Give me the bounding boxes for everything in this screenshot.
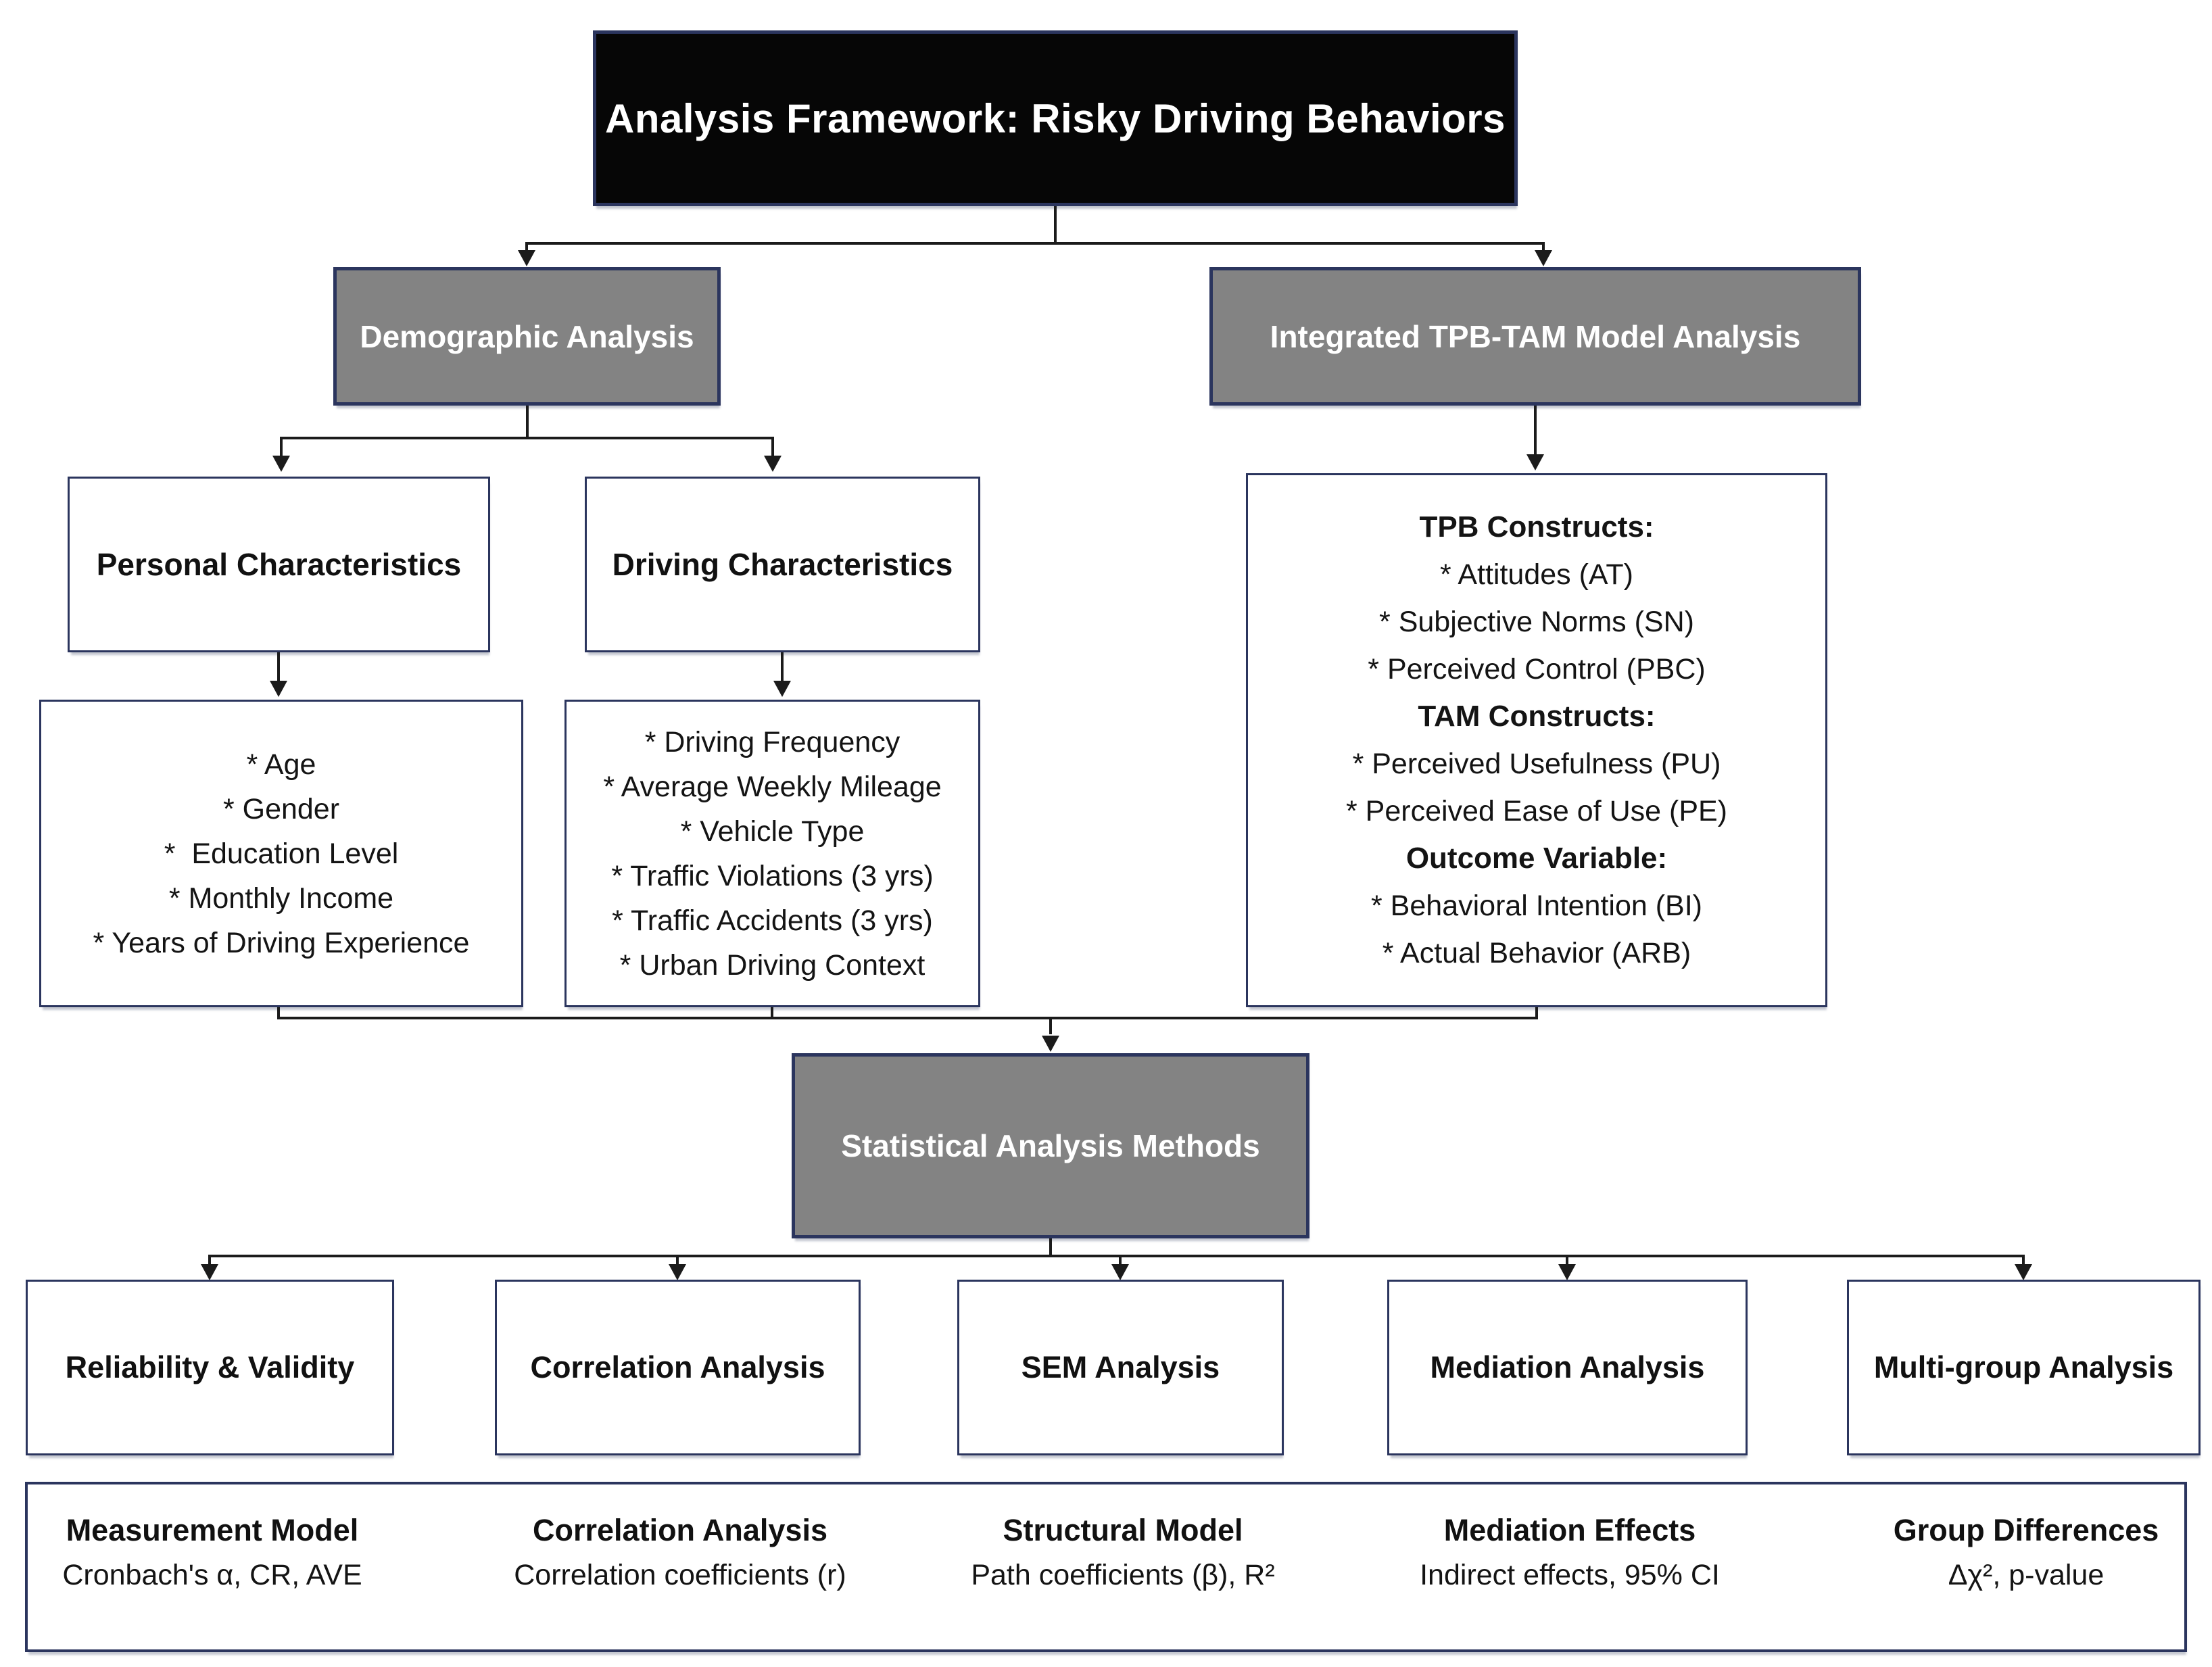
- list-item: * Monthly Income: [168, 881, 394, 915]
- connector-line: [526, 406, 529, 439]
- arrowhead-icon: [773, 681, 791, 697]
- detail-column: Mediation Effects Indirect effects, 95% …: [1367, 1513, 1773, 1592]
- connector-line: [1049, 1017, 1052, 1034]
- tpb-tam-constructs-node: TPB Constructs: * Attitudes (AT) * Subje…: [1246, 473, 1827, 1007]
- demographic-analysis-label: Demographic Analysis: [360, 318, 694, 354]
- arrowhead-icon: [1558, 1264, 1576, 1280]
- connector-line: [1049, 1238, 1052, 1257]
- statistical-analysis-methods-node: Statistical Analysis Methods: [792, 1053, 1309, 1238]
- connector-line: [2022, 1255, 2025, 1265]
- method-label: Correlation Analysis: [530, 1350, 825, 1384]
- connector-line: [1054, 206, 1057, 243]
- statistical-analysis-methods-label: Statistical Analysis Methods: [841, 1128, 1260, 1163]
- arrowhead-icon: [270, 681, 287, 697]
- connector-line: [771, 1007, 773, 1019]
- detail-text: Path coefficients (β), R²: [971, 1559, 1275, 1591]
- arrowhead-icon: [1042, 1036, 1059, 1052]
- connector-line: [280, 437, 283, 456]
- arrowhead-icon: [764, 456, 782, 472]
- constructs-heading: TAM Constructs:: [1418, 700, 1656, 733]
- correlation-analysis-node: Correlation Analysis: [495, 1280, 861, 1455]
- demographic-analysis-node: Demographic Analysis: [333, 267, 721, 406]
- driving-characteristics-node: Driving Characteristics: [585, 477, 980, 652]
- list-item: * Traffic Accidents (3 yrs): [612, 904, 933, 937]
- detail-title: Correlation Analysis: [533, 1513, 827, 1547]
- list-item: * Years of Driving Experience: [93, 926, 470, 959]
- detail-text: Correlation coefficients (r): [514, 1559, 846, 1591]
- connector-line: [1119, 1255, 1122, 1265]
- tpb-tam-model-analysis-node: Integrated TPB-TAM Model Analysis: [1209, 267, 1861, 406]
- detail-title: Group Differences: [1893, 1513, 2159, 1547]
- detail-column: Structural Model Path coefficients (β), …: [920, 1513, 1326, 1592]
- detail-text: Cronbach's α, CR, AVE: [62, 1559, 362, 1591]
- detail-title: Measurement Model: [66, 1513, 359, 1547]
- list-item: * Age: [246, 748, 316, 781]
- title-node: Analysis Framework: Risky Driving Behavi…: [593, 30, 1518, 206]
- connector-line: [277, 652, 280, 682]
- driving-characteristics-items-node: * Driving Frequency * Average Weekly Mil…: [564, 700, 980, 1007]
- arrowhead-icon: [518, 250, 535, 266]
- connector-line: [280, 437, 774, 439]
- connector-line: [771, 437, 774, 456]
- list-item: * Perceived Usefulness (PU): [1352, 748, 1721, 780]
- arrowhead-icon: [272, 456, 290, 472]
- list-item: * Perceived Ease of Use (PE): [1345, 795, 1728, 827]
- connector-line: [1566, 1255, 1568, 1265]
- constructs-heading: TPB Constructs:: [1419, 510, 1654, 543]
- method-label: Multi-group Analysis: [1873, 1350, 2174, 1384]
- list-item: * Perceived Control (PBC): [1368, 653, 1706, 685]
- detail-column: Group Differences Δχ², p-value: [1823, 1513, 2212, 1592]
- connector-line: [781, 652, 784, 682]
- list-item: * Driving Frequency: [644, 725, 900, 758]
- personal-characteristics-label: Personal Characteristics: [96, 547, 462, 582]
- mediation-analysis-node: Mediation Analysis: [1387, 1280, 1748, 1455]
- arrowhead-icon: [201, 1264, 218, 1280]
- reliability-validity-node: Reliability & Validity: [26, 1280, 394, 1455]
- list-item: * Subjective Norms (SN): [1379, 606, 1694, 638]
- detail-column: Correlation Analysis Correlation coeffic…: [477, 1513, 883, 1592]
- method-label: SEM Analysis: [1021, 1350, 1220, 1384]
- detail-title: Structural Model: [1003, 1513, 1243, 1547]
- personal-characteristics-items-node: * Age * Gender * Education Level * Month…: [39, 700, 523, 1007]
- detail-column: Measurement Model Cronbach's α, CR, AVE: [9, 1513, 415, 1592]
- connector-line: [208, 1255, 211, 1265]
- detail-text: Δχ², p-value: [1948, 1559, 2105, 1591]
- arrowhead-icon: [1535, 250, 1552, 266]
- list-item: * Actual Behavior (ARB): [1382, 937, 1691, 969]
- method-label: Reliability & Validity: [65, 1350, 355, 1384]
- connector-line: [1535, 1007, 1538, 1019]
- method-label: Mediation Analysis: [1430, 1350, 1705, 1384]
- sem-analysis-node: SEM Analysis: [957, 1280, 1284, 1455]
- connector-line: [210, 1255, 2023, 1257]
- list-item: * Vehicle Type: [680, 815, 865, 848]
- list-item: * Gender: [222, 792, 340, 825]
- connector-line: [277, 1017, 1538, 1019]
- list-item: * Urban Driving Context: [619, 948, 925, 982]
- personal-characteristics-node: Personal Characteristics: [68, 477, 490, 652]
- detail-text: Indirect effects, 95% CI: [1420, 1559, 1720, 1591]
- list-item: * Attitudes (AT): [1440, 558, 1633, 591]
- diagram-title: Analysis Framework: Risky Driving Behavi…: [604, 95, 1506, 141]
- arrowhead-icon: [1111, 1264, 1129, 1280]
- connector-line: [676, 1255, 679, 1265]
- arrowhead-icon: [1526, 454, 1544, 470]
- connector-line: [277, 1007, 280, 1019]
- connector-line: [1534, 406, 1537, 456]
- method-details-panel: Measurement Model Cronbach's α, CR, AVE …: [25, 1482, 2187, 1652]
- multi-group-analysis-node: Multi-group Analysis: [1847, 1280, 2201, 1455]
- list-item: * Education Level: [164, 837, 399, 870]
- detail-title: Mediation Effects: [1443, 1513, 1696, 1547]
- connector-line: [525, 242, 1543, 245]
- arrowhead-icon: [2015, 1264, 2032, 1280]
- tpb-tam-model-analysis-label: Integrated TPB-TAM Model Analysis: [1270, 318, 1801, 354]
- connector-line: [1542, 242, 1545, 251]
- constructs-heading: Outcome Variable:: [1405, 842, 1668, 875]
- list-item: * Average Weekly Mileage: [603, 770, 942, 803]
- list-item: * Traffic Violations (3 yrs): [611, 859, 934, 892]
- list-item: * Behavioral Intention (BI): [1371, 890, 1702, 922]
- driving-characteristics-label: Driving Characteristics: [612, 547, 953, 582]
- connector-line: [525, 242, 528, 251]
- arrowhead-icon: [669, 1264, 686, 1280]
